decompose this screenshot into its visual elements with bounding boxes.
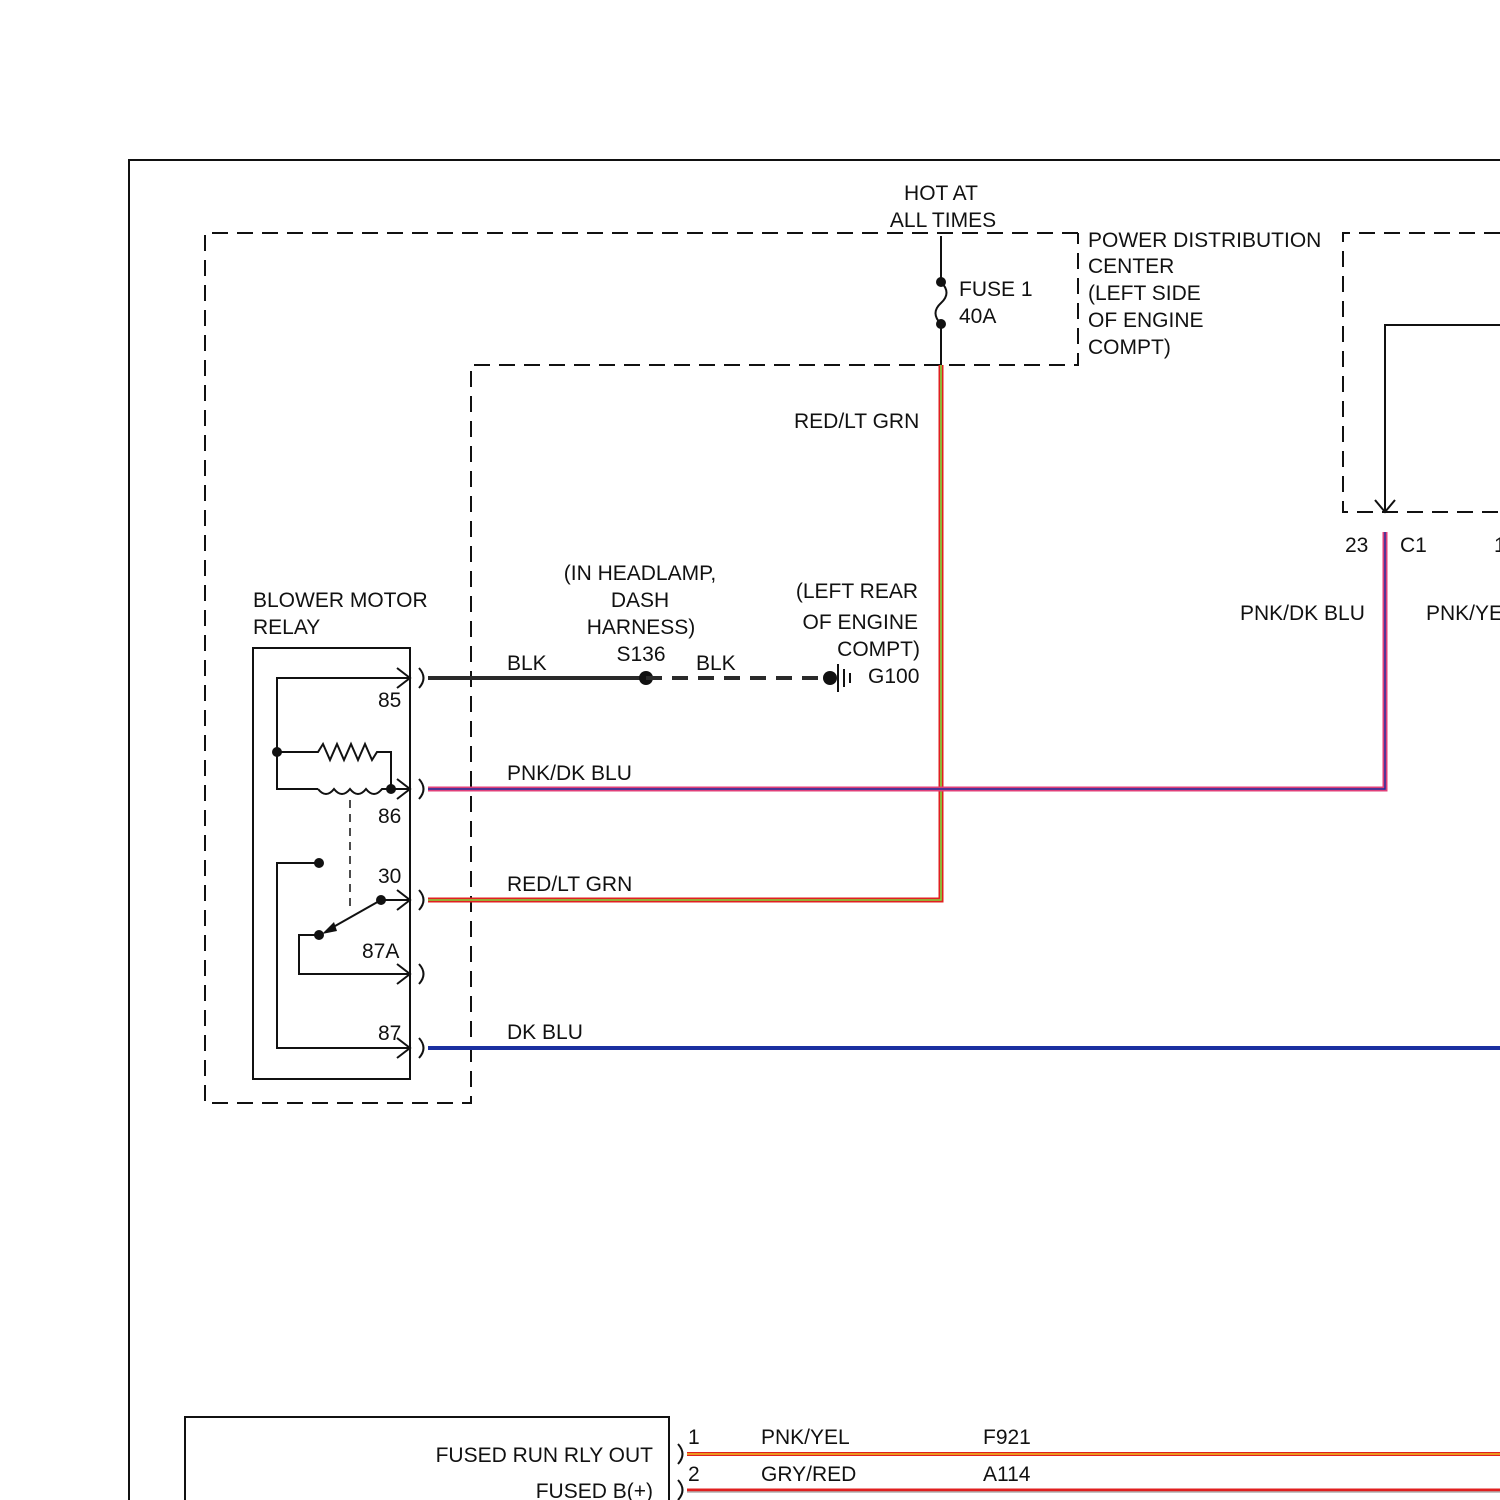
wire-label-pnk-yel-cut: PNK/YE xyxy=(1426,602,1500,625)
pdc-boundary-right xyxy=(1343,233,1500,512)
pdc-boundary xyxy=(205,233,1078,1103)
pin-85-label: 85 xyxy=(378,689,401,712)
c1-pin-label: 23 xyxy=(1345,534,1368,557)
ground-label-line2: OF ENGINE xyxy=(802,611,918,634)
relay-contact-dot xyxy=(314,930,324,940)
fuse-symbol xyxy=(936,282,947,324)
wire-label-red-lt-grn-horizontal: RED/LT GRN xyxy=(507,873,632,896)
splice-label-line2: DASH xyxy=(611,589,669,612)
relay-junction-dot xyxy=(272,747,282,757)
ground-g100-dot xyxy=(823,671,837,685)
relay-resistor xyxy=(277,744,391,789)
connector-bracket xyxy=(419,890,424,910)
pdc-label-line5: COMPT) xyxy=(1088,336,1171,359)
ground-label-line3: COMPT) xyxy=(837,638,920,661)
pin-87a-label: 87A xyxy=(362,940,399,963)
ground-id-label: G100 xyxy=(868,665,919,688)
pdc-label-line3: (LEFT SIDE xyxy=(1088,282,1201,305)
wire-label-red-lt-grn-vertical: RED/LT GRN xyxy=(794,410,919,433)
module-signal-label: FUSED RUN RLY OUT xyxy=(436,1444,654,1467)
relay-label-line1: BLOWER MOTOR xyxy=(253,589,428,612)
relay-switch-arrow xyxy=(322,922,337,934)
diagram-frame xyxy=(129,160,1500,1500)
all-times-label: ALL TIMES xyxy=(890,209,996,232)
connector-bracket xyxy=(419,1038,424,1058)
fuse-rating-label: 40A xyxy=(959,305,996,328)
connector-bracket xyxy=(678,1480,683,1500)
fuse-name-label: FUSE 1 xyxy=(959,278,1033,301)
module-signal-label: FUSED B(+) xyxy=(536,1480,653,1500)
connector-bracket xyxy=(419,779,424,799)
module-pin-label: 1 xyxy=(688,1426,700,1449)
splice-id-label: S136 xyxy=(616,643,665,666)
pin-87-label: 87 xyxy=(378,1022,401,1045)
module-pin-label: 2 xyxy=(688,1463,700,1486)
relay-junction-dot xyxy=(386,784,396,794)
c1-connector-label: C1 xyxy=(1400,534,1427,557)
pdc-label-line2: CENTER xyxy=(1088,255,1174,278)
pin-86-label: 86 xyxy=(378,805,401,828)
c1-pin-cut-label: 1 xyxy=(1494,534,1500,557)
c1-feed-wire xyxy=(1385,325,1500,512)
splice-label-line3: HARNESS) xyxy=(587,616,696,639)
module-wire-color-label: GRY/RED xyxy=(761,1463,856,1486)
relay-switch-arm xyxy=(328,900,381,930)
pin-30-label: 30 xyxy=(378,865,401,888)
relay-coil xyxy=(318,789,410,794)
hot-at-label: HOT AT xyxy=(904,182,978,205)
wire-label-pnk-dk-blu-vertical: PNK/DK BLU xyxy=(1240,602,1365,625)
relay-contact-dot xyxy=(314,858,324,868)
wire-label-dk-blu: DK BLU xyxy=(507,1021,583,1044)
pdc-label-line1: POWER DISTRIBUTION xyxy=(1088,229,1321,252)
pdc-label-line4: OF ENGINE xyxy=(1088,309,1204,332)
wire-label-blk-right: BLK xyxy=(696,652,736,675)
relay-label-line2: RELAY xyxy=(253,616,320,639)
splice-label-line1: (IN HEADLAMP, xyxy=(564,562,717,585)
module-circuit-label: A114 xyxy=(983,1463,1031,1486)
module-circuit-label: F921 xyxy=(983,1426,1031,1449)
wire-label-blk-left: BLK xyxy=(507,652,547,675)
ground-icon xyxy=(838,664,850,692)
connector-bracket xyxy=(419,668,424,688)
ground-label-line1: (LEFT REAR xyxy=(796,580,918,603)
connector-bracket xyxy=(419,964,424,984)
connector-bracket xyxy=(678,1444,683,1464)
module-wire-color-label: PNK/YEL xyxy=(761,1426,850,1449)
wire-label-pnk-dk-blu: PNK/DK BLU xyxy=(507,762,632,785)
